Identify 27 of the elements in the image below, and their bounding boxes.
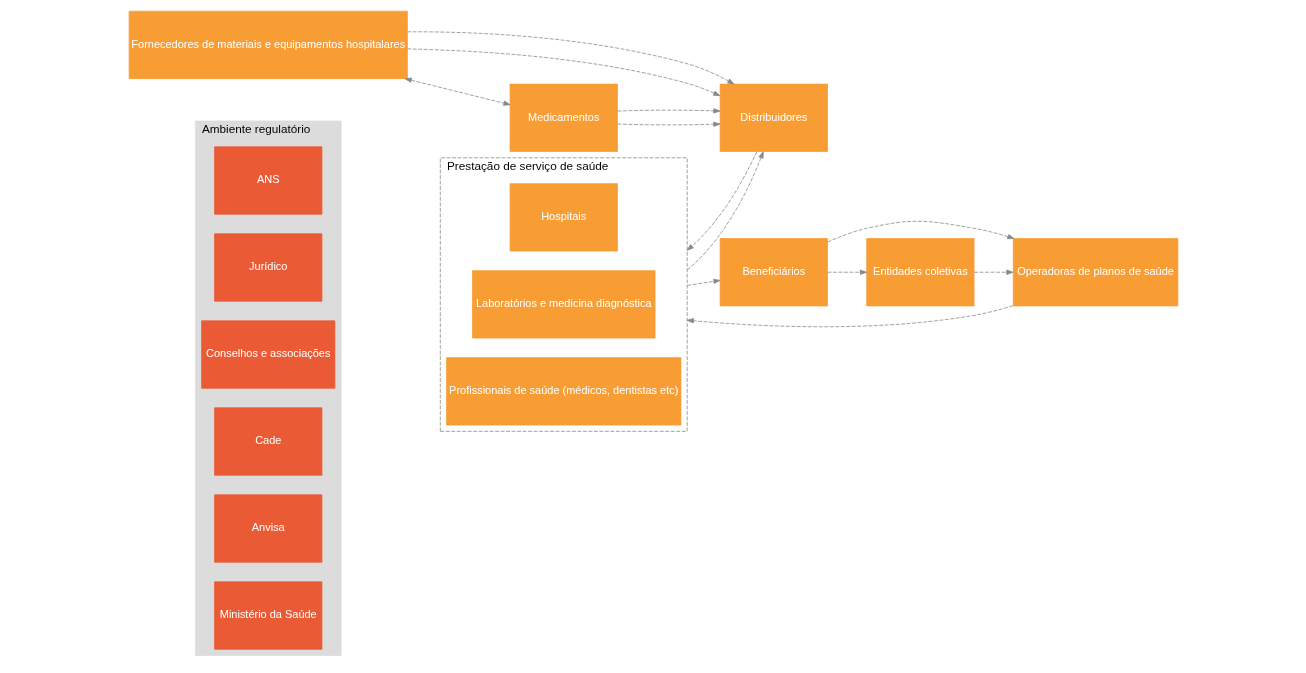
arrow	[406, 31, 734, 85]
arrow	[686, 305, 1013, 328]
arrow	[973, 269, 1013, 275]
node-box: Cade	[213, 407, 322, 476]
node-box: ANS	[213, 146, 322, 215]
node-box: Laboratórios e medicina diagnóstica	[471, 270, 655, 339]
arrow	[686, 151, 757, 251]
node-box: Entidades coletivas	[865, 238, 974, 307]
node-box: Anvisa	[213, 494, 322, 563]
arrow	[686, 151, 764, 271]
node-box: Conselhos e associações	[200, 320, 335, 389]
arrow	[826, 269, 867, 275]
node-box: Beneficiários	[719, 238, 828, 307]
arrow	[406, 48, 720, 97]
node-box: Ministério da Saúde	[213, 581, 322, 650]
node-box: Operadoras de planos de saúde	[1012, 238, 1178, 307]
node-box: Medicamentos	[509, 83, 618, 152]
arrow	[616, 121, 720, 127]
node-box: Hospitais	[509, 183, 618, 252]
node-box: Distribuidores	[719, 83, 828, 152]
node-box: Jurídico	[213, 233, 322, 302]
arrow	[616, 108, 720, 114]
arrow	[686, 278, 720, 286]
node-box: Fornecedores de materiais e equipamentos hospitalares	[128, 10, 408, 79]
arrow	[404, 77, 510, 106]
arrow	[826, 220, 1014, 243]
node-box: Profissionais de saúde (médicos, dentistas etc)	[445, 357, 681, 426]
